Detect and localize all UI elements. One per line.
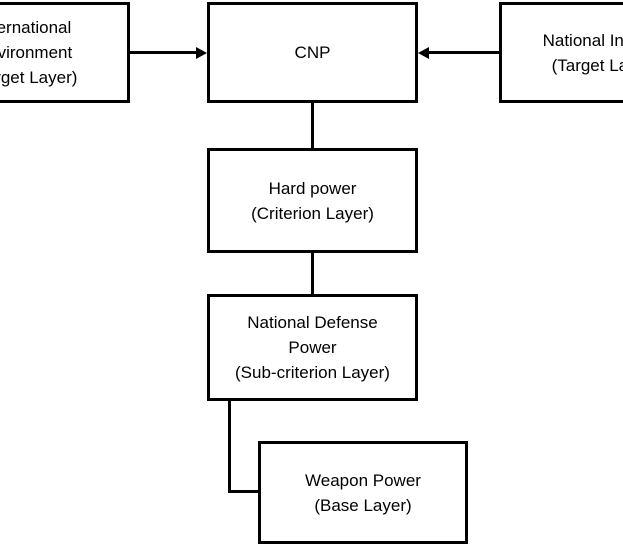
edge-national-interest-to-cnp-line [426,51,499,54]
node-text-line: (Base Layer) [314,495,412,515]
edge-intl-env-to-cnp-line [128,51,199,54]
edge-hard-power-to-national-defense-line [311,253,314,294]
node-hard-power: Hard power (Criterion Layer) [207,148,418,253]
node-national-defense-power: National Defense Power (Sub-criterion La… [207,294,418,401]
node-international-environment: International Environment (Target Layer) [0,2,130,103]
node-text-line: (Criterion Layer) [251,203,374,223]
node-cnp: CNP [207,2,418,103]
edge-national-defense-to-weapon-vertical-line [228,401,231,493]
node-text-line: International [0,18,72,37]
arrowhead-right-icon [196,46,207,59]
node-text-line: (Target Layer) [0,68,78,87]
edge-national-defense-to-weapon-horizontal-line [228,490,258,493]
node-national-interest: National Interest (Target Layer) [499,2,623,103]
node-weapon-power: Weapon Power (Base Layer) [258,441,468,544]
node-text-line: CNP [294,43,331,62]
node-text-line: (Sub-criterion Layer) [235,363,390,382]
node-text-line: Environment [0,43,73,62]
arrowhead-left-icon [418,46,429,59]
node-text-line: National Defense [247,313,378,332]
edge-cnp-to-hard-power-line [311,103,314,148]
node-text-line: Weapon Power [305,470,421,490]
node-text-line: National Interest [542,30,623,50]
node-text-line: Hard power [268,178,357,198]
node-text-line: Power [288,338,337,357]
node-text-line: (Target Layer) [551,55,623,75]
